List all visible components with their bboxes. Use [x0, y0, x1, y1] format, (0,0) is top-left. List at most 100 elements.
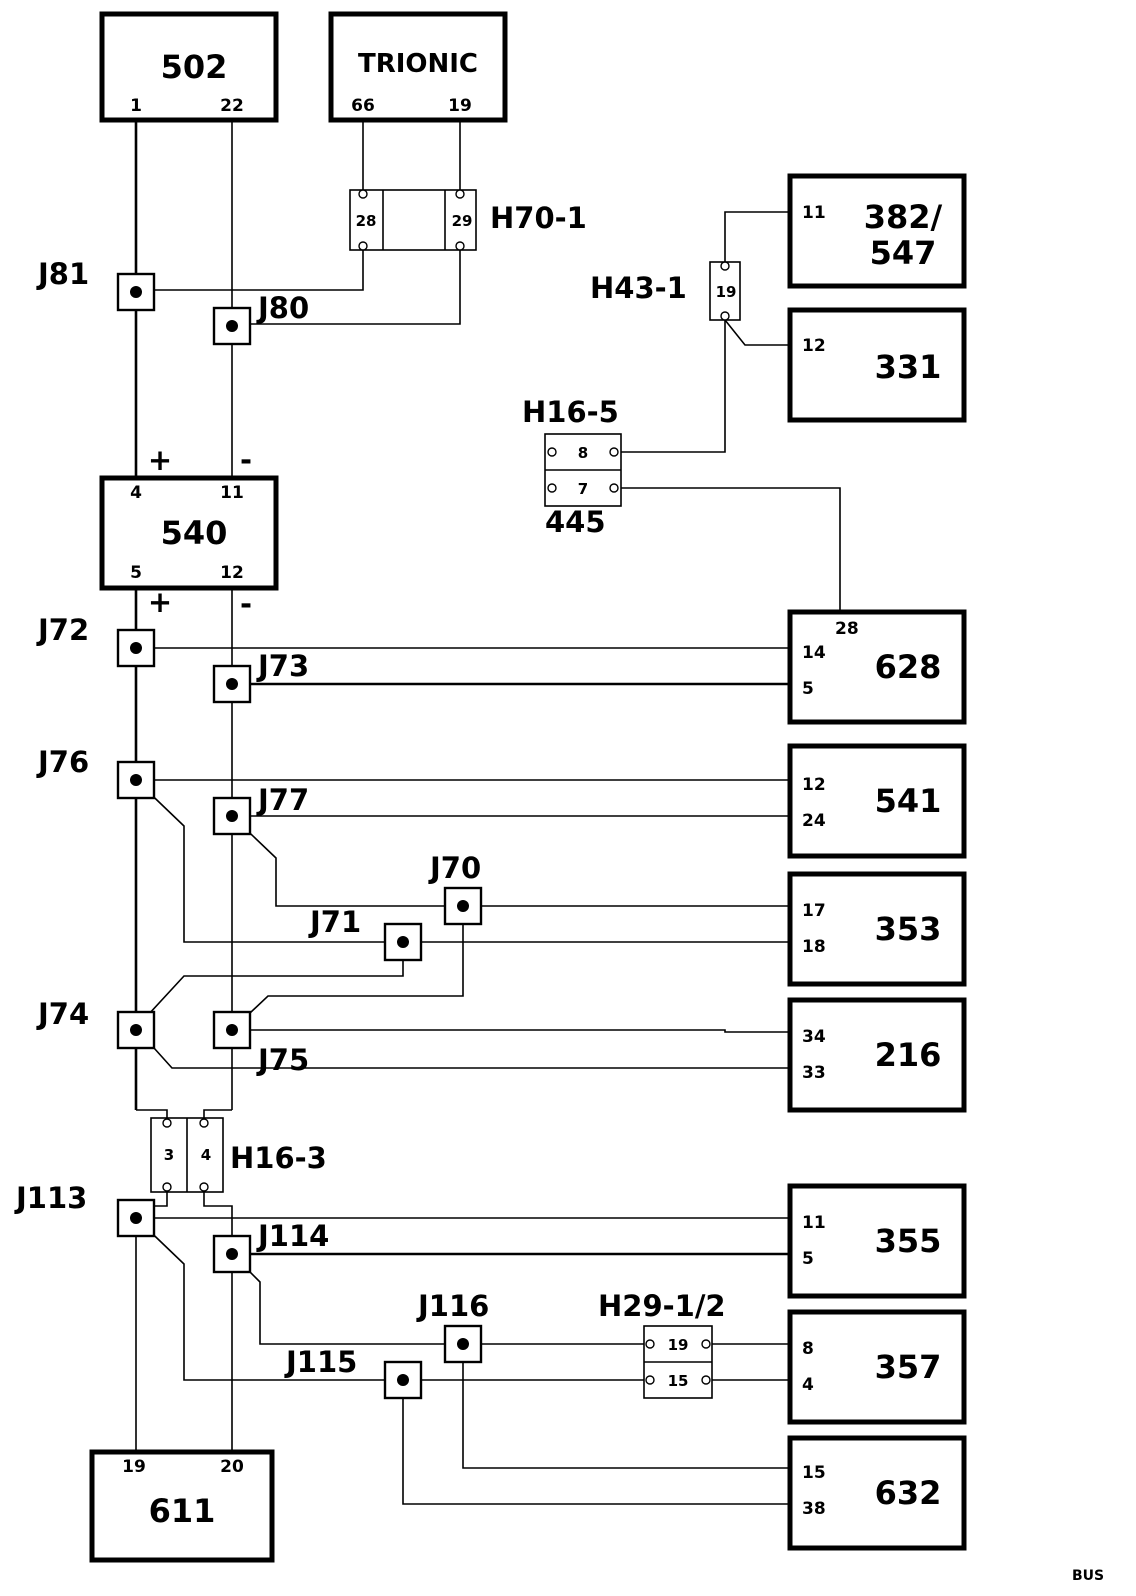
component-355-pin-5: 5	[802, 1249, 814, 1269]
junction-j70: J70	[428, 851, 483, 926]
wire-h43-h16-5	[605, 320, 726, 453]
connector-h16-5: 8 7 H16-5 445	[522, 395, 622, 539]
component-216-name: 216	[875, 1036, 942, 1074]
component-357-name: 357	[875, 1348, 942, 1386]
junction-j115-label: J115	[284, 1345, 357, 1379]
wire-h70-29-j80	[232, 250, 461, 325]
component-353: 353 17 18	[787, 871, 967, 987]
component-trionic-pin-66: 66	[351, 96, 375, 116]
junction-j77: J77	[212, 783, 309, 836]
junction-j74-label: J74	[36, 997, 89, 1031]
wire-j75-216	[232, 1029, 790, 1033]
connector-h29: 19 15 H29-1/2	[598, 1289, 726, 1399]
component-trionic: TRIONIC 66 19	[328, 11, 508, 123]
component-632-pin-15: 15	[802, 1463, 826, 1483]
component-540-pin-12: 12	[220, 563, 244, 583]
wire-j116-632	[462, 1344, 790, 1469]
wire-h43-331	[724, 319, 790, 346]
component-540-name: 540	[161, 514, 228, 552]
component-331-name: 331	[875, 348, 942, 386]
wire-to-h16-3-right	[203, 1109, 232, 1118]
component-216-pin-33: 33	[802, 1063, 826, 1083]
component-541: 541 12 24	[787, 743, 967, 859]
component-628-name: 628	[875, 648, 942, 686]
component-540-pin-11: 11	[220, 483, 244, 503]
junction-j74: J74	[36, 997, 156, 1050]
component-541-pin-24: 24	[802, 811, 826, 831]
component-353-pin-17: 17	[802, 901, 826, 921]
component-355-pin-11: 11	[802, 1213, 826, 1233]
connector-h29-label: H29-1/2	[598, 1289, 726, 1323]
connector-h16-5-sublabel: 445	[545, 505, 606, 539]
component-540-pin-4: 4	[130, 483, 142, 503]
junction-j81-label: J81	[36, 257, 89, 291]
component-502-pin-22: 22	[220, 96, 244, 116]
component-502-name: 502	[161, 48, 228, 86]
wire-h43-382	[724, 211, 790, 262]
sign-plus-top: +	[148, 443, 172, 477]
component-628-pin-28: 28	[835, 619, 859, 639]
junction-j72-label: J72	[36, 613, 89, 647]
wire-j113-j115-357	[135, 1217, 790, 1381]
component-611-name: 611	[149, 1492, 216, 1530]
component-611-pin-19: 19	[122, 1457, 146, 1477]
component-540: 540 4 11 5 12 + - + -	[99, 443, 279, 621]
component-357-pin-8: 8	[802, 1339, 814, 1359]
component-611: 611 19 20	[89, 1449, 275, 1563]
component-502: 502 1 22	[99, 11, 279, 123]
wire-j77-j70-353	[231, 815, 790, 907]
junction-j73: J73	[212, 649, 309, 704]
junction-j77-label: J77	[256, 783, 309, 817]
junction-j70-label: J70	[428, 851, 481, 885]
junction-j80-label: J80	[256, 291, 309, 325]
component-331: 331 12	[787, 307, 967, 423]
component-355: 355 11 5	[787, 1183, 967, 1299]
component-628-pin-5: 5	[802, 679, 814, 699]
connector-h16-3-label: H16-3	[230, 1141, 327, 1175]
connector-h16-3-pin-3: 3	[164, 1146, 174, 1164]
connector-h70-pin-28: 28	[356, 212, 377, 230]
wires	[134, 120, 841, 1505]
junction-j114: J114	[212, 1219, 329, 1274]
connector-h16-3: 3 4 H16-3	[150, 1117, 327, 1193]
junction-j113: J113	[14, 1181, 156, 1238]
sign-plus-bottom: +	[148, 585, 172, 619]
junction-j71: J71	[308, 905, 423, 962]
component-541-name: 541	[875, 782, 942, 820]
junction-j72: J72	[36, 613, 156, 668]
component-357-pin-4: 4	[802, 1375, 814, 1395]
component-216: 216 34 33	[787, 997, 967, 1113]
connector-h43-1: 19 H43-1	[590, 261, 741, 321]
component-382-pin-11: 11	[802, 203, 826, 223]
component-trionic-pin-19: 19	[448, 96, 472, 116]
component-382-name: 382/	[864, 198, 943, 236]
component-628: 628 14 5 28	[787, 609, 967, 725]
component-353-pin-18: 18	[802, 937, 826, 957]
junction-j76: J76	[36, 745, 156, 800]
component-628-pin-14: 14	[802, 643, 826, 663]
component-357: 357 8 4	[787, 1309, 967, 1425]
connector-h70-pin-29: 29	[452, 212, 473, 230]
component-353-name: 353	[875, 910, 942, 948]
junction-j116-label: J116	[416, 1289, 489, 1323]
wire-j115-632	[402, 1380, 790, 1505]
wire-j71-j74	[135, 942, 404, 1029]
component-trionic-name: TRIONIC	[358, 49, 478, 79]
component-331-pin-12: 12	[802, 336, 826, 356]
junction-j115: J115	[284, 1345, 423, 1400]
junction-j114-label: J114	[256, 1219, 329, 1253]
component-216-pin-34: 34	[802, 1027, 826, 1047]
footer-code: BUS	[1072, 1568, 1104, 1584]
component-632-name: 632	[875, 1474, 942, 1512]
connector-h29-pin-19: 19	[668, 1336, 689, 1354]
component-382-547: 382/ 547 11	[787, 173, 967, 289]
junction-j71-label: J71	[308, 905, 361, 939]
component-611-pin-20: 20	[220, 1457, 244, 1477]
connector-h43-pin-19: 19	[716, 283, 737, 301]
connector-h16-5-label: H16-5	[522, 395, 619, 429]
connector-h29-pin-15: 15	[668, 1372, 689, 1390]
bus-minus-lower	[203, 1192, 233, 1452]
wire-to-h16-3-left	[136, 1109, 168, 1118]
connector-h70-1: 28 29 H70-1	[349, 189, 587, 251]
